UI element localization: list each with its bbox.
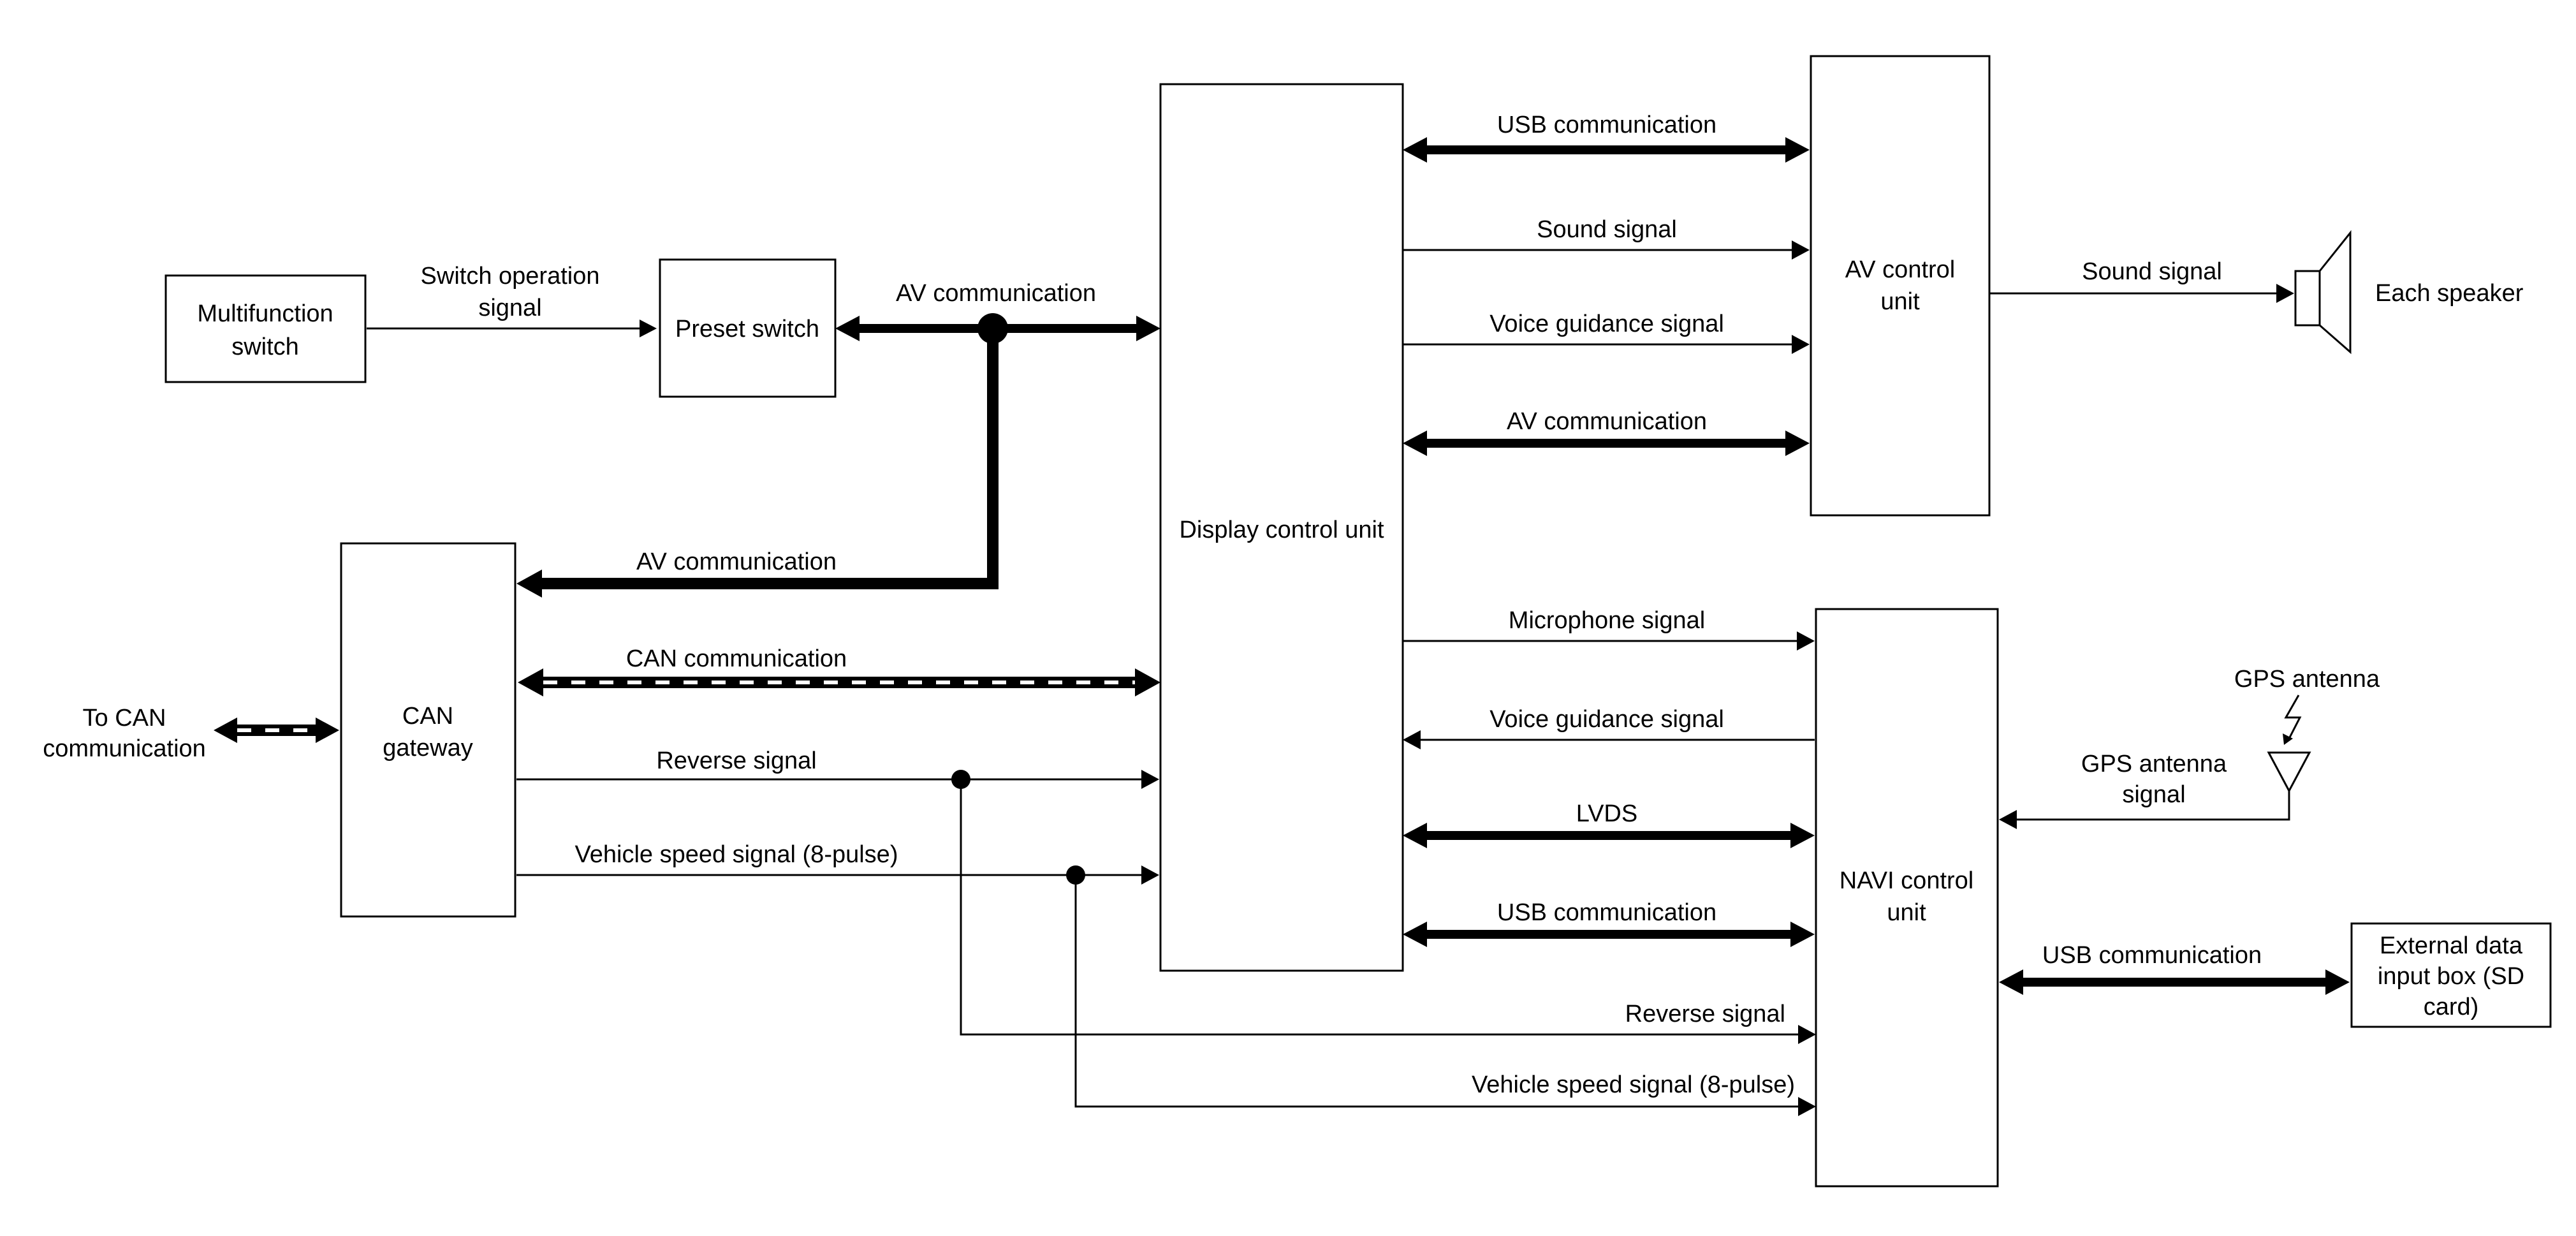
usb-communication-av-line [1403, 137, 1810, 163]
reverse-signal-line [516, 770, 1816, 1044]
lvds-line [1403, 823, 1815, 848]
to-can-communication-line [214, 717, 339, 743]
speaker-icon [2294, 230, 2352, 355]
switch-operation-line [367, 320, 657, 337]
reverse-signal-label: Reverse signal [656, 747, 816, 774]
display-control-unit-block: Display control unit [1159, 83, 1404, 972]
voice-guidance-navi-line [1403, 730, 1815, 749]
voice-guidance-signal-label: Voice guidance signal [1489, 706, 1724, 733]
av-communication-can-line [516, 328, 999, 598]
block-label: NAVI control [1840, 867, 1973, 894]
block-label: AV control [1845, 256, 1955, 283]
to-can-communication-label: communication [43, 735, 206, 762]
block-label: Display control unit [1179, 517, 1384, 543]
gps-antenna-icon [2267, 695, 2311, 793]
sound-signal-speaker-line [1989, 284, 2294, 303]
voice-guidance-signal-label: Voice guidance signal [1489, 311, 1724, 337]
block-label: gateway [383, 735, 473, 761]
can-communication-label: CAN communication [626, 645, 847, 672]
switch-operation-signal-label: signal [478, 295, 541, 321]
vehicle-speed-signal-label: Vehicle speed signal (8-pulse) [575, 841, 898, 868]
sound-signal-label: Sound signal [1537, 216, 1677, 243]
lvds-label: LVDS [1576, 800, 1637, 827]
gps-antenna-signal-label: signal [2122, 781, 2185, 808]
av-communication-av-line [1403, 430, 1810, 456]
gps-antenna-label: GPS antenna [2234, 666, 2380, 693]
each-speaker-label: Each speaker [2375, 280, 2524, 307]
block-label: CAN [402, 703, 453, 730]
block-label: switch [231, 334, 299, 360]
preset-switch-block: Preset switch [659, 258, 837, 398]
can-gateway-block: CAN gateway [340, 542, 516, 918]
block-label: Preset switch [675, 316, 819, 342]
navi-control-unit-block: NAVI control unit [1815, 608, 1999, 1188]
block-label: unit [1887, 899, 1926, 926]
to-can-communication-label: To CAN [83, 705, 166, 732]
block-label: Multifunction [197, 300, 333, 327]
usb-communication-label: USB communication [1497, 112, 1716, 138]
voice-guidance-av-line [1403, 335, 1810, 354]
sound-signal-dcu-line [1403, 240, 1810, 260]
block-label: card) [2424, 994, 2479, 1020]
av-communication-label: AV communication [636, 548, 837, 575]
multifunction-switch-block: Multifunction switch [165, 274, 367, 383]
gps-antenna-signal-label: GPS antenna [2081, 751, 2227, 777]
av-control-unit-block: AV control unit [1810, 55, 1991, 517]
sound-signal-label: Sound signal [2082, 258, 2222, 285]
block-label: External data [2380, 932, 2523, 959]
vehicle-speed-signal-line [516, 865, 1816, 1116]
microphone-signal-label: Microphone signal [1509, 607, 1705, 634]
can-communication-line [518, 668, 1160, 696]
switch-operation-signal-label: Switch operation [421, 263, 600, 290]
usb-communication-navi-line [1403, 922, 1815, 947]
gps-antenna-signal-line [1999, 791, 2290, 829]
block-label: unit [1880, 288, 1920, 315]
reverse-signal-label: Reverse signal [1625, 1001, 1785, 1027]
av-communication-label: AV communication [896, 280, 1096, 307]
av-communication-label: AV communication [1507, 408, 1707, 435]
usb-communication-label: USB communication [1497, 899, 1716, 926]
usb-communication-ext-line [1999, 969, 2350, 995]
usb-communication-label: USB communication [2042, 942, 2262, 969]
microphone-signal-line [1403, 631, 1815, 651]
block-label: input box (SD [2378, 963, 2524, 990]
vehicle-speed-signal-label: Vehicle speed signal (8-pulse) [1472, 1071, 1795, 1098]
external-data-input-box-block: External data input box (SD card) [2350, 922, 2552, 1028]
